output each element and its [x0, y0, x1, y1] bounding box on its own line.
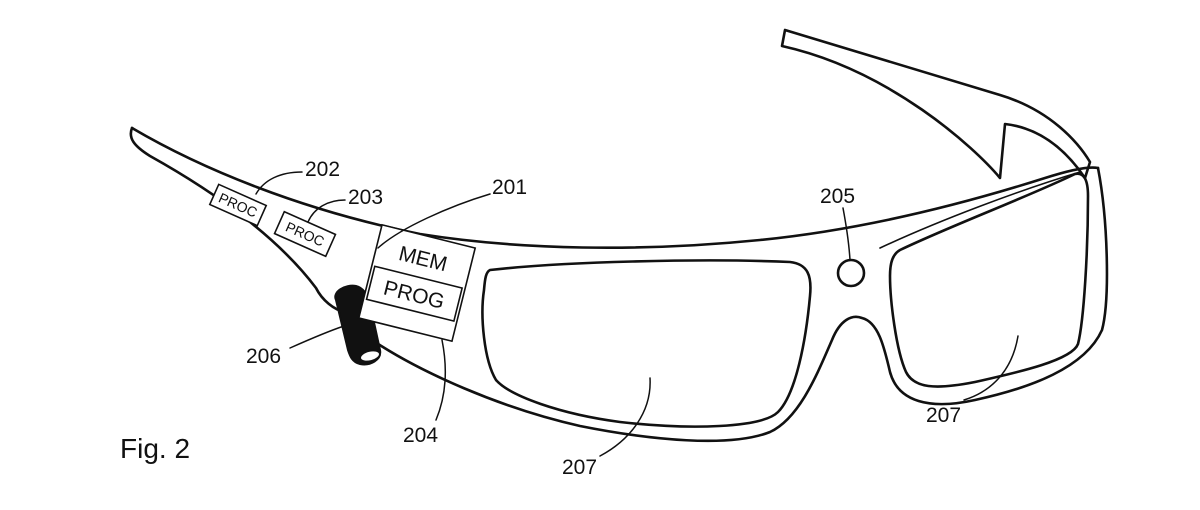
leader-207-center — [599, 377, 651, 457]
leader-206 — [289, 325, 345, 349]
right-lens — [888, 172, 1090, 388]
leader-203 — [307, 199, 346, 223]
leader-207-right — [963, 335, 1019, 401]
leader-205 — [842, 207, 851, 261]
ref-205: 205 — [820, 185, 855, 208]
leader-201 — [377, 193, 491, 249]
center-lens — [481, 259, 812, 428]
frame-outer-contour — [370, 166, 1109, 443]
ref-207-center: 207 — [562, 456, 597, 479]
near-temple-bottom-edge — [129, 126, 347, 314]
proc-box-2: PROC — [273, 210, 337, 258]
leader-202 — [255, 171, 303, 195]
far-temple-arm — [780, 28, 1092, 180]
ref-207-right: 207 — [926, 404, 961, 427]
leader-204 — [435, 339, 447, 421]
ref-206: 206 — [246, 345, 281, 368]
figure-caption: Fig. 2 — [120, 433, 190, 464]
near-temple-top-edge — [130, 126, 1100, 250]
ref-204: 204 — [403, 424, 438, 447]
ref-203: 203 — [348, 186, 383, 209]
right-lens-rim-top — [879, 171, 1081, 249]
memory-program-module: MEM PROG — [357, 223, 477, 343]
ref-202: 202 — [305, 158, 340, 181]
bridge-sensor-circle — [836, 258, 866, 288]
ref-201: 201 — [492, 176, 527, 199]
